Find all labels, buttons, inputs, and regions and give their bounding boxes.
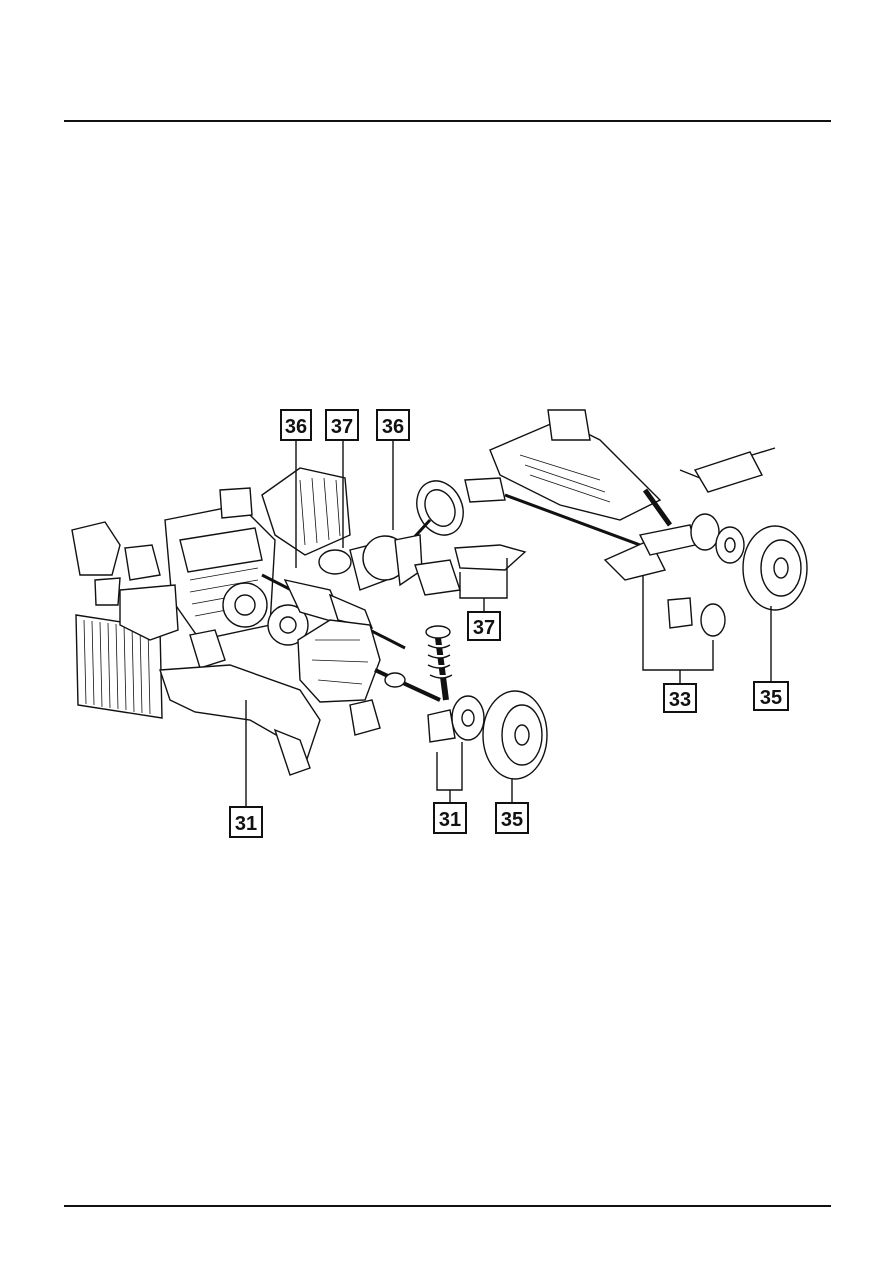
rear-axle-subframe xyxy=(464,409,696,581)
engine-mounting xyxy=(349,699,381,736)
engine-block xyxy=(164,504,276,641)
pedal-box xyxy=(414,544,527,596)
rear-wheel xyxy=(742,525,808,611)
callout-label: 35 xyxy=(760,687,782,709)
rear-brake-parts xyxy=(667,597,726,637)
callout-35-rear-wheel: 35 xyxy=(753,681,789,711)
driveshaft xyxy=(374,668,441,702)
exhaust-silencer xyxy=(679,447,776,493)
callout-label: 31 xyxy=(439,809,461,831)
steering-rack xyxy=(261,573,406,650)
front-wheel xyxy=(482,690,548,780)
callout-label: 37 xyxy=(331,416,353,438)
engine-ancillaries xyxy=(71,487,253,641)
intake-manifold xyxy=(261,467,351,556)
callout-31-front-subframe: 31 xyxy=(229,806,263,838)
callout-label: 31 xyxy=(235,813,257,835)
rear-hub-drum xyxy=(690,513,745,564)
callout-33-rear-suspension: 33 xyxy=(663,683,697,713)
callout-31-front-suspension: 31 xyxy=(433,802,467,834)
callout-35-front-wheel: 35 xyxy=(495,802,529,834)
bottom-rule xyxy=(64,1205,831,1207)
gearbox xyxy=(189,619,381,703)
callout-label: 37 xyxy=(473,617,495,639)
front-strut xyxy=(425,625,453,701)
clutch-disc xyxy=(267,604,309,646)
callout-37-pedal-box: 37 xyxy=(467,611,501,641)
front-hub-disc xyxy=(427,695,485,743)
rear-shock xyxy=(642,488,673,527)
front-subframe xyxy=(159,664,321,776)
brake-servo-master-cylinder xyxy=(318,535,408,591)
radiator xyxy=(75,614,163,719)
leader-lines xyxy=(245,440,772,807)
callout-36-steering-rack: 36 xyxy=(280,409,312,441)
top-rule xyxy=(64,120,831,122)
callout-36-steering-column: 36 xyxy=(376,409,410,441)
callout-label: 36 xyxy=(382,416,404,438)
callout-label: 36 xyxy=(285,416,307,438)
callout-37-brake-servo: 37 xyxy=(325,409,359,441)
callout-label: 33 xyxy=(669,689,691,711)
callout-label: 35 xyxy=(501,809,523,831)
